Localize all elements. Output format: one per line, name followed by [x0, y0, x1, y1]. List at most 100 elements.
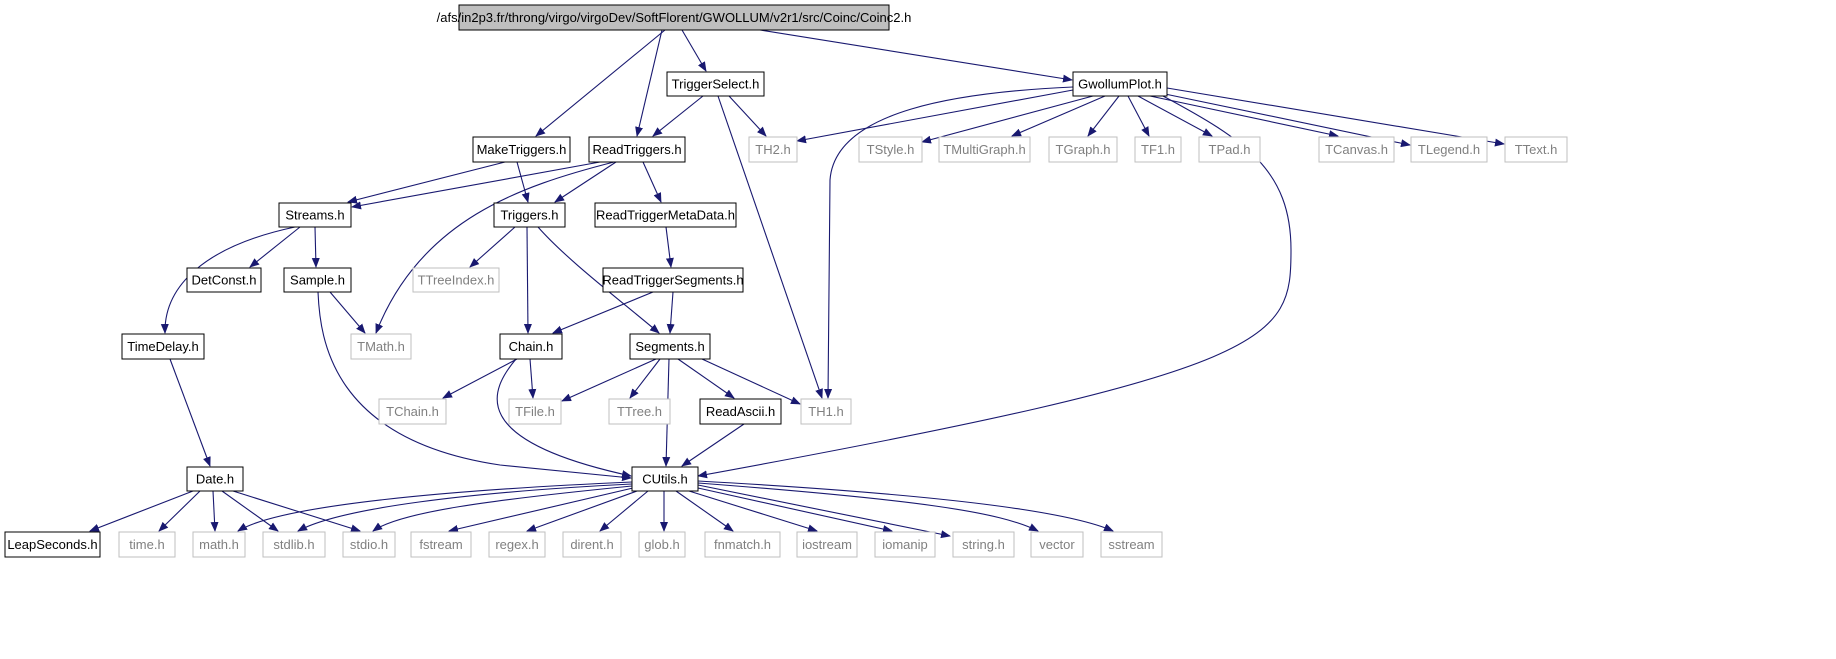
node-fnmatchh: fnmatch.h	[704, 531, 781, 558]
edge-cutils-to-regexh	[526, 490, 638, 532]
node-stdioh: stdio.h	[342, 531, 396, 558]
edge-cutils-to-vector	[697, 482, 1039, 532]
node-box-ttree	[608, 398, 671, 425]
edge-cutils-to-stringh	[697, 484, 951, 539]
node-box-segments	[629, 333, 711, 360]
node-label-streams: Streams.h	[285, 208, 344, 223]
node-label-maketriggers: MakeTriggers.h	[477, 142, 567, 157]
node-box-readtriggersegments	[602, 267, 744, 293]
node-label-detconst: DetConst.h	[191, 273, 256, 288]
node-box-cutils	[631, 466, 699, 492]
node-label-direnth: dirent.h	[570, 537, 613, 552]
node-ttree: TTree.h	[608, 398, 671, 425]
edge-root-to-gwollumplot	[759, 29, 1073, 83]
edge-streams-to-detconst	[249, 226, 301, 268]
node-tf1: TF1.h	[1134, 136, 1182, 163]
node-label-stdlibh: stdlib.h	[273, 537, 314, 552]
node-box-timeh	[118, 531, 176, 558]
node-maketriggers[interactable]: MakeTriggers.h	[472, 136, 571, 163]
node-box-iostream	[796, 531, 858, 558]
node-label-regexh: regex.h	[495, 537, 538, 552]
edge-readtriggers-to-readtriggermetadata	[642, 161, 662, 203]
node-box-sstream	[1100, 531, 1163, 558]
node-label-tchain: TChain.h	[386, 404, 439, 419]
node-label-stdioh: stdio.h	[350, 537, 388, 552]
node-readtriggersegments[interactable]: ReadTriggerSegments.h	[602, 267, 744, 293]
node-box-tlegend	[1410, 136, 1488, 163]
node-tstyle: TStyle.h	[858, 136, 923, 163]
node-box-fnmatchh	[704, 531, 781, 558]
node-label-tmultigraph: TMultiGraph.h	[943, 142, 1025, 157]
node-label-ttree: TTree.h	[617, 404, 662, 419]
node-readtriggermetadata[interactable]: ReadTriggerMetaData.h	[594, 202, 737, 228]
node-label-tfile: TFile.h	[515, 404, 555, 419]
node-label-tcanvas: TCanvas.h	[1325, 142, 1388, 157]
node-streams[interactable]: Streams.h	[278, 202, 352, 228]
edge-gwollumplot-to-tgraph	[1087, 95, 1120, 137]
node-timedelay[interactable]: TimeDelay.h	[121, 333, 205, 360]
node-box-root	[458, 4, 890, 31]
edge-maketriggers-to-triggers	[516, 161, 530, 203]
edge-chain-to-tchain	[442, 358, 518, 399]
edge-gwollumplot-to-tf1	[1127, 95, 1150, 137]
edge-sample-to-tmath	[329, 291, 366, 334]
edge-readtriggers-to-triggers	[554, 161, 617, 203]
edge-gwollumplot-to-tmultigraph	[1011, 95, 1106, 137]
node-direnth: dirent.h	[562, 531, 622, 558]
node-label-iostream: iostream	[802, 537, 852, 552]
node-triggers[interactable]: Triggers.h	[493, 202, 566, 228]
node-cutils[interactable]: CUtils.h	[631, 466, 699, 492]
node-stdlibh: stdlib.h	[262, 531, 326, 558]
node-date[interactable]: Date.h	[186, 466, 244, 492]
node-label-tgraph: TGraph.h	[1056, 142, 1111, 157]
node-label-readtriggers: ReadTriggers.h	[592, 142, 681, 157]
node-box-readtriggers	[588, 136, 686, 163]
node-box-th2	[748, 136, 798, 163]
node-label-fstream: fstream	[419, 537, 462, 552]
node-box-globh	[638, 531, 686, 558]
nodes-layer: /afs/in2p3.fr/throng/virgo/virgoDev/Soft…	[4, 4, 1568, 558]
node-label-date: Date.h	[196, 472, 234, 487]
node-label-root: /afs/in2p3.fr/throng/virgo/virgoDev/Soft…	[437, 10, 912, 25]
node-th1: TH1.h	[800, 398, 852, 425]
node-sample[interactable]: Sample.h	[283, 267, 352, 293]
edge-triggers-to-segments	[537, 226, 660, 334]
node-leapseconds[interactable]: LeapSeconds.h	[4, 531, 101, 558]
node-box-streams	[278, 202, 352, 228]
edge-gwollumplot-to-tstyle	[921, 95, 1094, 144]
node-label-tpad: TPad.h	[1209, 142, 1251, 157]
node-box-triggers	[493, 202, 566, 228]
node-segments[interactable]: Segments.h	[629, 333, 711, 360]
node-box-stdioh	[342, 531, 396, 558]
node-label-th2: TH2.h	[755, 142, 790, 157]
node-triggerselect[interactable]: TriggerSelect.h	[666, 71, 765, 97]
node-detconst[interactable]: DetConst.h	[186, 267, 262, 293]
node-label-cutils: CUtils.h	[642, 472, 688, 487]
edge-segments-to-tfile	[561, 358, 657, 402]
edge-sample-to-cutils	[317, 291, 632, 482]
node-ttreeindex: TTreeIndex.h	[412, 267, 500, 293]
node-chain[interactable]: Chain.h	[499, 333, 563, 360]
edge-timedelay-to-date	[169, 358, 211, 467]
node-label-tlegend: TLegend.h	[1418, 142, 1480, 157]
node-label-triggerselect: TriggerSelect.h	[672, 77, 760, 92]
node-label-sstream: sstream	[1108, 537, 1154, 552]
edge-readtriggers-to-tmath	[375, 161, 615, 334]
node-readtriggers[interactable]: ReadTriggers.h	[588, 136, 686, 163]
node-box-tmultigraph	[938, 136, 1031, 163]
node-box-ttreeindex	[412, 267, 500, 293]
node-label-timeh: time.h	[129, 537, 164, 552]
node-box-iomanip	[874, 531, 936, 558]
node-box-gwollumplot	[1072, 71, 1168, 97]
node-label-gwollumplot: GwollumPlot.h	[1078, 77, 1162, 92]
edge-segments-to-readascii	[677, 358, 735, 399]
edge-cutils-to-iomanip	[697, 487, 893, 533]
node-tmultigraph: TMultiGraph.h	[938, 136, 1031, 163]
edge-triggers-to-chain	[523, 226, 532, 334]
node-readascii[interactable]: ReadAscii.h	[699, 398, 782, 425]
edge-date-to-stdioh	[232, 490, 361, 533]
node-gwollumplot[interactable]: GwollumPlot.h	[1072, 71, 1168, 97]
node-box-stdlibh	[262, 531, 326, 558]
edge-streams-to-sample	[311, 226, 320, 268]
node-box-tpad	[1198, 136, 1261, 163]
